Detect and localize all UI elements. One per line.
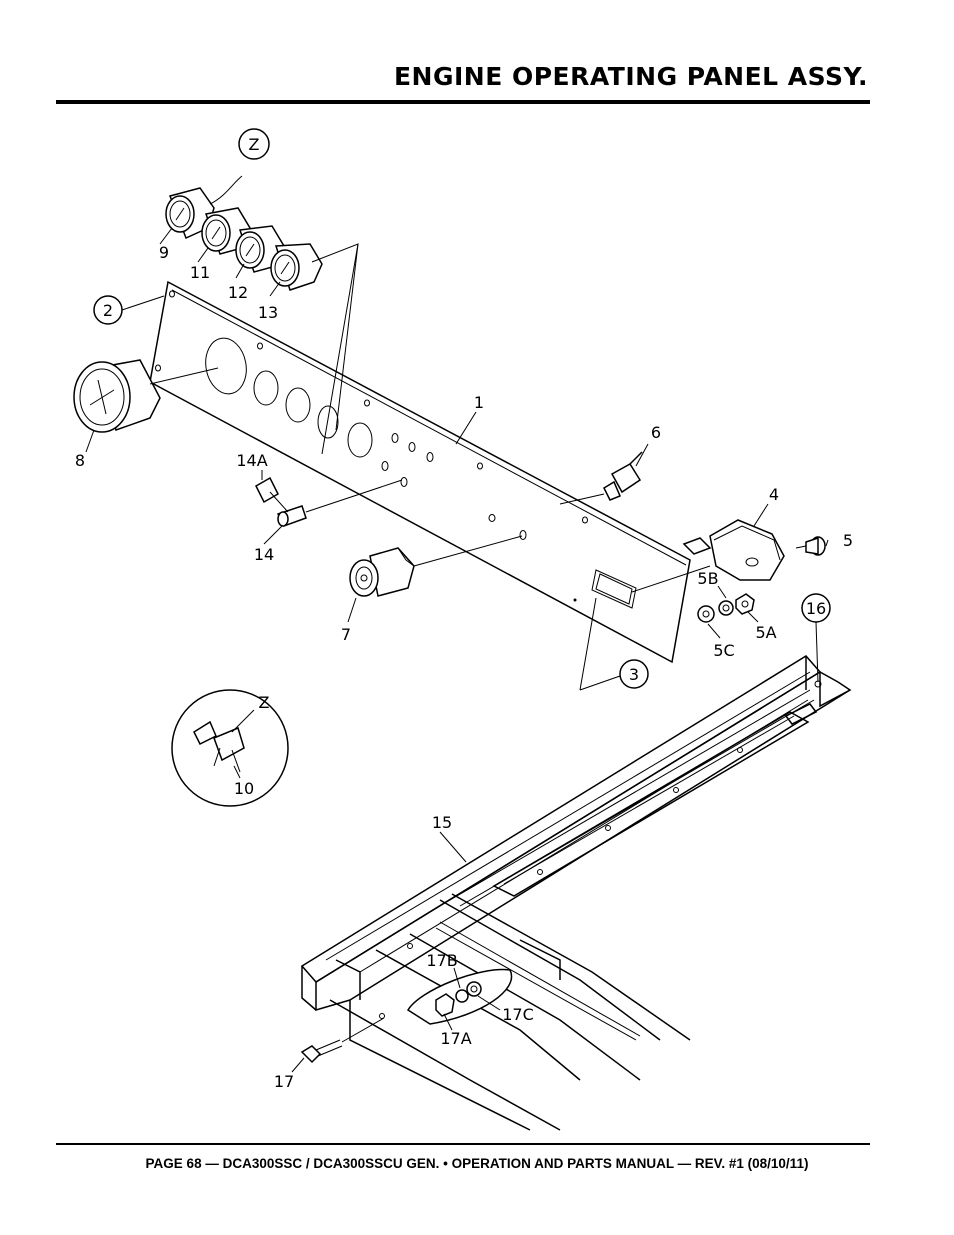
header-rule xyxy=(56,100,870,104)
callout-16: 16 xyxy=(806,599,826,618)
gauge-13 xyxy=(270,243,323,291)
page-footer: PAGE 68 — DCA300SSC / DCA300SSCU GEN. • … xyxy=(145,1156,809,1171)
gauge-8 xyxy=(73,359,161,433)
hour-meter-4 xyxy=(682,519,785,581)
label-5c: 5C xyxy=(713,641,734,660)
label-5a: 5A xyxy=(755,623,776,642)
label-5b: 5B xyxy=(697,569,718,588)
toggle-switch-6 xyxy=(603,451,643,501)
label-8: 8 xyxy=(75,451,85,470)
indicator-lamp-14 xyxy=(255,476,319,527)
page-title: ENGINE OPERATING PANEL ASSY. xyxy=(393,62,868,91)
callout-circle-2 xyxy=(93,295,123,325)
label-7: 7 xyxy=(341,625,351,644)
detail-z-label: Z xyxy=(259,693,270,712)
key-switch-7 xyxy=(349,547,415,597)
callout-circle-3 xyxy=(619,659,649,689)
label-15: 15 xyxy=(432,813,452,832)
label-5: 5 xyxy=(843,531,853,550)
label-10: 10 xyxy=(234,779,254,798)
nut-washer-5abc xyxy=(697,593,755,623)
bolt-17 xyxy=(300,1039,343,1064)
label-13: 13 xyxy=(258,303,278,322)
label-11: 11 xyxy=(190,263,210,282)
callout-circle-z xyxy=(238,128,270,160)
operating-panel xyxy=(149,280,691,664)
label-12: 12 xyxy=(228,283,248,302)
label-17: 17 xyxy=(274,1072,294,1091)
callout-3: 3 xyxy=(629,665,639,684)
label-9: 9 xyxy=(159,243,169,262)
mount-hardware-17 xyxy=(406,968,513,1025)
frame-15 xyxy=(300,655,852,1131)
callout-z: Z xyxy=(249,135,260,154)
label-17b: 17B xyxy=(426,951,457,970)
label-17a: 17A xyxy=(440,1029,471,1048)
detail-z xyxy=(171,689,289,807)
footer-rule xyxy=(56,1143,870,1145)
screw-5 xyxy=(795,536,826,556)
label-17c: 17C xyxy=(502,1005,534,1024)
label-6: 6 xyxy=(651,423,661,442)
callout-2: 2 xyxy=(103,301,113,320)
label-14: 14 xyxy=(254,545,274,564)
label-14a: 14A xyxy=(236,451,267,470)
label-4: 4 xyxy=(769,485,779,504)
callout-circle-16 xyxy=(801,593,831,623)
label-1: 1 xyxy=(474,393,484,412)
